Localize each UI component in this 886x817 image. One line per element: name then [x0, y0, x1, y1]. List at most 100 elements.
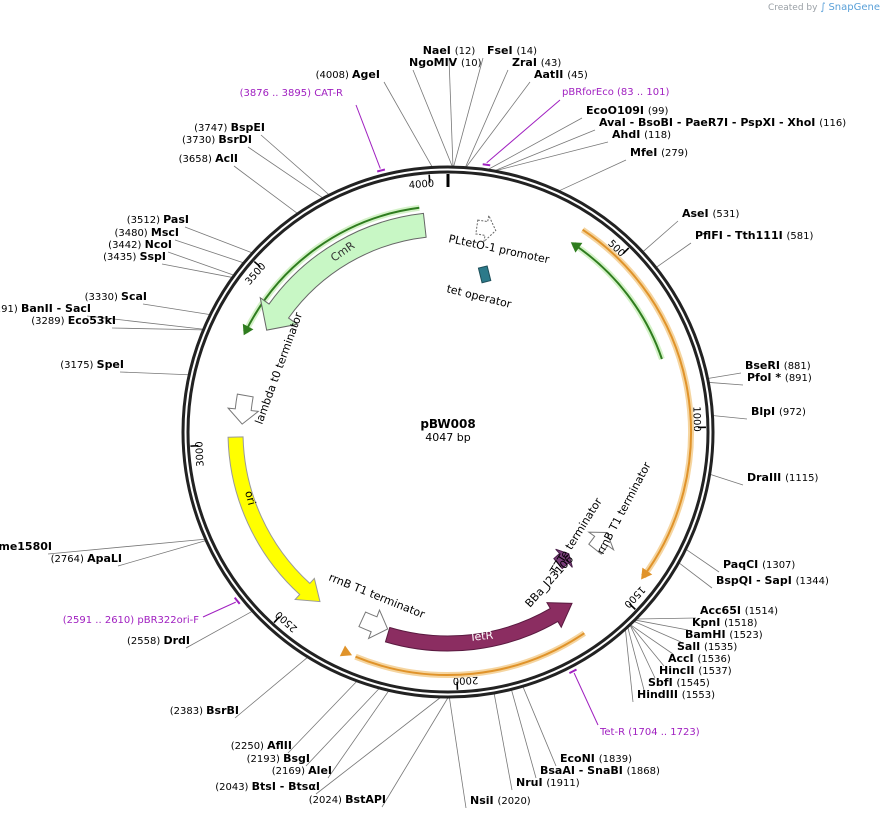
cut-site-line — [708, 372, 742, 379]
label-tet-operator: tet operator — [445, 282, 513, 311]
site-label: (2024) BstAPI — [309, 793, 386, 806]
site-label: (2193) BsgI — [247, 752, 310, 765]
tick-label: 4000 — [408, 179, 434, 192]
site-position: (3480) — [114, 228, 150, 239]
site-label: (3175) SpeI — [60, 358, 124, 371]
primer-leader — [486, 99, 561, 164]
site-label: PflFI - Tth111I (581) — [695, 229, 814, 242]
feature-lambda-t0-terminator — [226, 393, 260, 425]
primer-name: pBRforEco — [562, 87, 617, 98]
site-name: KpnI — [692, 616, 724, 629]
site-label: MfeI (279) — [630, 146, 688, 159]
site-position: (4008) — [316, 70, 352, 81]
backbone-inner-strand — [186, 170, 710, 694]
site-position: (972) — [779, 407, 806, 418]
cut-site-line — [559, 159, 627, 191]
site-position: (3512) — [127, 215, 163, 226]
site-label: (3330) ScaI — [85, 290, 147, 303]
credit-brand: SnapGene — [828, 2, 880, 13]
site-name: MscI — [151, 226, 179, 239]
site-label: NgoMIV (10) — [409, 56, 482, 69]
site-label: BsaAI - SnaBI (1868) — [540, 764, 660, 777]
cut-site-line — [679, 562, 713, 589]
site-position: (1523) — [729, 630, 762, 641]
cut-site-line — [449, 697, 467, 809]
site-name: AvaI - BsoBI - PaeR7I - PspXI - XhoI — [599, 116, 819, 129]
label-rrnb-t1-terminator-left: rrnB T1 terminator — [327, 571, 427, 622]
cut-site-line — [383, 81, 433, 167]
site-label: EcoNI (1839) — [560, 752, 632, 765]
site-position: (3435) — [103, 252, 139, 263]
primer-label: Tet-R (1704 .. 1723) — [599, 727, 700, 738]
site-name: MfeI — [630, 146, 661, 159]
primer-arc — [568, 668, 577, 674]
cut-site-line — [453, 57, 484, 167]
cut-site-line — [643, 220, 679, 252]
cut-site-line — [247, 146, 323, 198]
site-position: (116) — [819, 118, 846, 129]
cut-site-line — [493, 693, 513, 791]
site-name: BaeGI - Bme1580I — [0, 540, 52, 553]
cut-site-line — [629, 625, 656, 679]
site-name: AflII — [267, 739, 292, 752]
cut-site-line — [627, 627, 645, 691]
plasmid-size: 4047 bp — [425, 431, 470, 444]
site-position: (14) — [516, 46, 537, 57]
primer-arc — [482, 163, 491, 167]
site-name: BsaAI - SnaBI — [540, 764, 627, 777]
site-label: (2558) DrdI — [127, 634, 190, 647]
site-name: BlpI — [751, 405, 779, 418]
site-position: (2250) — [231, 741, 267, 752]
primer-label: pBRforEco (83 .. 101) — [562, 87, 669, 98]
feature-rrnb-t1-terminator-left — [358, 608, 389, 640]
site-name: ScaI — [121, 290, 147, 303]
primer-name: pBR322ori-F — [137, 615, 199, 626]
cut-site-line — [630, 624, 674, 655]
cut-site-line — [174, 239, 244, 263]
site-label: (4008) AgeI — [316, 68, 380, 81]
tick-label: 2000 — [453, 674, 479, 686]
cut-site-line — [710, 474, 744, 486]
cut-site-line — [47, 538, 205, 555]
site-name: HindIII — [637, 688, 682, 701]
cut-site-line — [233, 165, 298, 214]
site-name: EcoO109I — [586, 104, 648, 117]
site-label: (2764) ApaLI — [51, 552, 122, 565]
primer-range: (3876 .. 3895) — [240, 88, 315, 99]
cut-site-line — [185, 611, 252, 649]
primer-arc — [376, 168, 386, 173]
site-name: NgoMIV — [409, 56, 461, 69]
site-name: BsgI — [283, 752, 310, 765]
site-name: AccI — [668, 652, 697, 665]
site-label: Acc65I (1514) — [700, 604, 778, 617]
site-position: (1545) — [677, 678, 710, 689]
site-name: BsrBI — [206, 704, 239, 717]
tick-mark — [428, 174, 431, 183]
site-name: SpeI — [97, 358, 124, 371]
site-position: (10) — [461, 58, 482, 69]
cut-site-line — [412, 69, 453, 167]
primer-label: (2591 .. 2610) pBR322ori-F — [63, 615, 199, 626]
site-position: (1553) — [682, 690, 715, 701]
site-name: Eco53kI — [68, 314, 116, 327]
site-name: NcoI — [145, 238, 172, 251]
label-bba-j23106: BBa_J23106 — [523, 553, 577, 610]
primer-marks: (3876 .. 3895) CAT-R pBRforEco (83 .. 101… — [63, 87, 700, 738]
tick-mark — [622, 247, 630, 255]
orf-arc-right-inner — [573, 243, 663, 360]
site-name: ApaLI — [87, 552, 122, 565]
primer-label: (3876 .. 3895) CAT-R — [240, 88, 343, 99]
site-label: (3730) BsrDI — [182, 133, 252, 146]
orf-arc-bottom — [355, 632, 585, 676]
site-label: (2383) BsrBI — [170, 704, 239, 717]
site-label: FseI (14) — [487, 44, 537, 57]
primer-name: Tet-R — [599, 727, 628, 738]
site-label: (3289) Eco53kI — [31, 314, 116, 327]
primer-leader — [202, 601, 236, 618]
site-label: (2768) BaeGI - Bme1580I — [0, 540, 52, 553]
site-label: (2250) AflII — [231, 739, 292, 752]
orf-arc-left-arrowhead — [242, 323, 254, 336]
cut-site-line — [287, 681, 357, 754]
site-name: BsrDI — [218, 133, 252, 146]
